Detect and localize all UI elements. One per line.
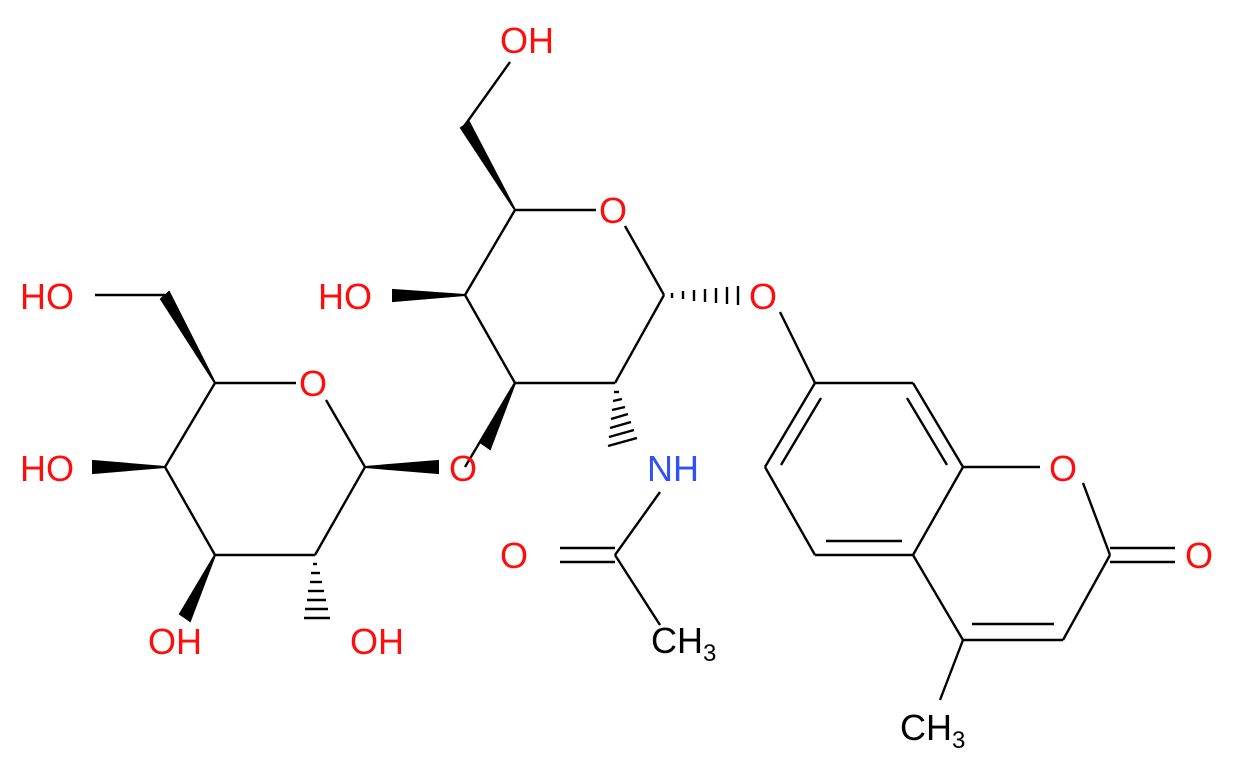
atom-oh-ring-a-c2: OH [350,621,404,662]
wedge-bond [178,554,216,623]
bond [163,382,217,468]
atom-oh-top: OH [500,20,554,61]
atom-ho-ring-a-ch2: HO [20,276,74,317]
bond-double-inner [779,397,823,466]
wedge-bond [92,459,166,475]
atom-o-carbonyl: O [1185,535,1213,576]
stereo-bonds [92,120,740,623]
bond [324,399,367,468]
bonds [95,61,1175,701]
bond [614,491,661,556]
atom-ch3-coumarin: CH3 [900,707,965,754]
atom-ho-ring-a-c4: HO [20,448,74,489]
bond [763,382,817,468]
bond [911,554,965,641]
bond [313,466,367,556]
wedge-bond [478,382,516,451]
atom-nh: NH [647,448,699,489]
bond [463,209,517,296]
bond [911,466,965,556]
wedge-bond [392,288,466,303]
bond [163,466,217,556]
bond [623,225,666,296]
atom-o-ring-a: O [299,363,327,404]
atom-ch3-amide: CH3 [651,620,716,667]
bond [911,382,965,468]
atom-o-lactone: O [1049,448,1077,489]
bond [938,639,965,701]
bond [464,61,511,126]
bond [1061,554,1112,641]
bond [778,311,817,384]
atom-o-glyco: O [449,448,477,489]
wedge-bond [364,459,439,475]
atom-o-amide: O [500,535,528,576]
bond [1081,482,1112,556]
bond [763,466,817,556]
hash-bond [607,390,638,448]
bond [613,554,662,626]
atom-o-ring-b: O [599,190,627,231]
wedge-bond [459,120,516,211]
atom-oh-ring-a-c3: OH [148,621,202,662]
atom-o-aryl: O [749,276,777,317]
bond-double-inner [905,397,949,466]
wedge-bond [159,290,216,384]
atom-labels: OH O HO O O NH O CH3 HO O HO OH OH O O C… [20,20,1213,754]
bond [613,294,666,384]
hash-bond [670,286,740,305]
atom-ho-ring-b: HO [318,276,372,317]
hash-bond [304,562,330,620]
bond [463,294,517,384]
